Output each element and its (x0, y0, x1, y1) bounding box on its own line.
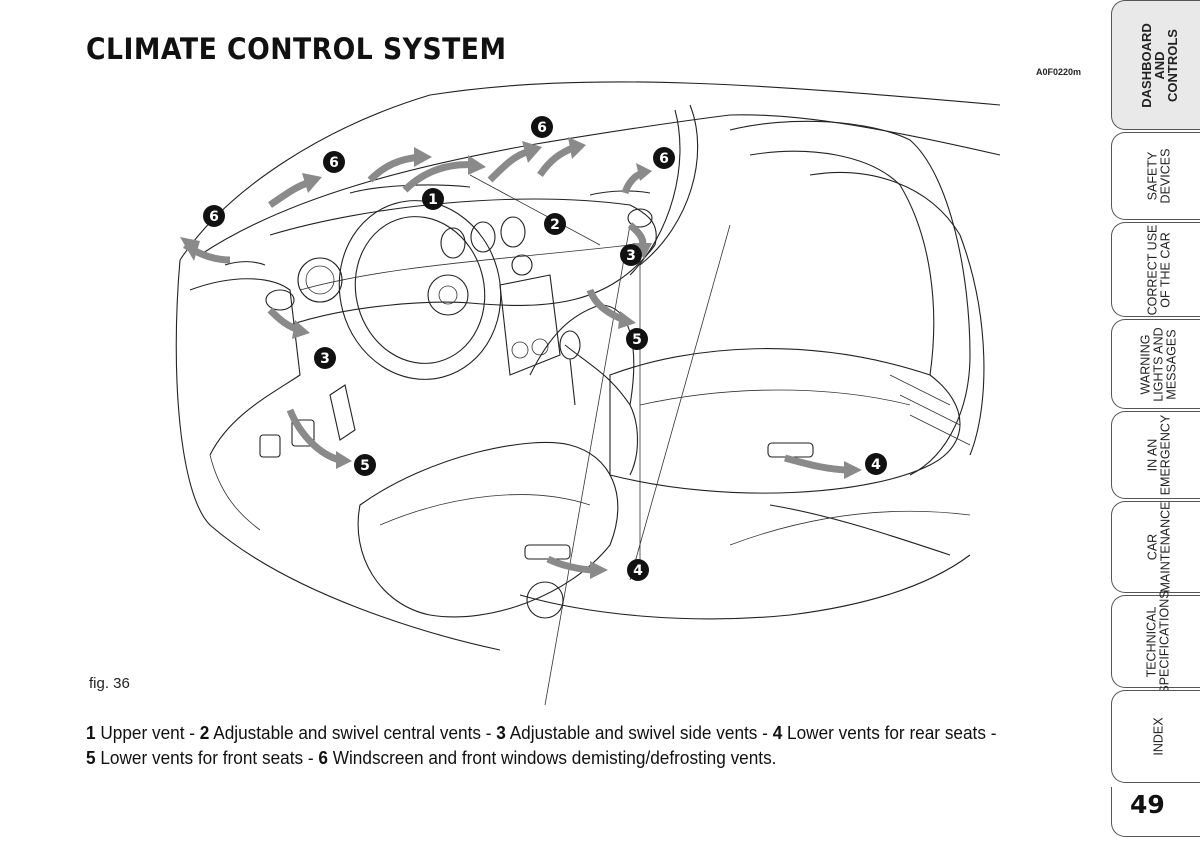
callout-6: 6 (531, 116, 553, 138)
caption-number: 5 (86, 747, 96, 768)
svg-text:3: 3 (626, 248, 636, 264)
callout-5: 5 (626, 328, 648, 350)
caption-text: Adjustable and swivel side vents - (505, 722, 773, 743)
svg-text:4: 4 (871, 457, 881, 473)
caption-text: Windscreen and front windows demisting/d… (327, 747, 777, 768)
callout-5: 5 (354, 454, 376, 476)
car-interior-illustration: 1 2 3 3 4 4 5 5 6 6 6 6 (175, 81, 1001, 706)
caption-text: Adjustable and swivel central vents - (209, 722, 497, 743)
caption-text: Upper vent - (95, 722, 200, 743)
callout-3: 3 (620, 244, 642, 266)
callout-4: 4 (865, 453, 887, 475)
caption-line-2: 5 Lower vents for front seats - 6 Windsc… (86, 745, 1025, 770)
caption-number: 1 (86, 722, 96, 743)
svg-text:2: 2 (550, 217, 560, 233)
svg-text:3: 3 (320, 351, 330, 367)
caption-number: 3 (496, 722, 506, 743)
svg-text:5: 5 (360, 458, 370, 474)
tab-index[interactable]: INDEX (1111, 690, 1200, 783)
svg-text:6: 6 (329, 155, 339, 171)
callout-6: 6 (203, 205, 225, 227)
callout-6: 6 (653, 147, 675, 169)
caption-number: 6 (318, 747, 328, 768)
svg-text:4: 4 (633, 563, 643, 579)
page-number-frame (1111, 787, 1200, 837)
figure-caption: 1 Upper vent - 2 Adjustable and swivel c… (86, 720, 1025, 770)
callout-3: 3 (314, 347, 336, 369)
svg-text:5: 5 (632, 332, 642, 348)
figure-code: A0F0220m (1036, 67, 1082, 77)
svg-text:6: 6 (537, 120, 547, 136)
airflow-arrows (180, 137, 862, 579)
caption-number: 4 (772, 722, 783, 743)
svg-text:6: 6 (659, 151, 669, 167)
page-title: CLIMATE CONTROL SYSTEM (86, 32, 507, 66)
figure-label: fig. 36 (89, 675, 130, 692)
tab-label: INDEX (1151, 717, 1166, 756)
callout-1: 1 (422, 188, 444, 210)
caption-text: Lower vents for front seats - (95, 747, 319, 768)
caption-number: 2 (199, 722, 210, 743)
callout-4: 4 (627, 559, 649, 581)
callout-2: 2 (544, 213, 566, 235)
caption-text: Lower vents for rear seats - (782, 722, 997, 743)
page-number: 49 (1130, 790, 1165, 819)
callout-6: 6 (323, 151, 345, 173)
svg-text:6: 6 (209, 209, 219, 225)
caption-line-1: 1 Upper vent - 2 Adjustable and swivel c… (86, 720, 1025, 745)
svg-text:1: 1 (428, 192, 438, 208)
